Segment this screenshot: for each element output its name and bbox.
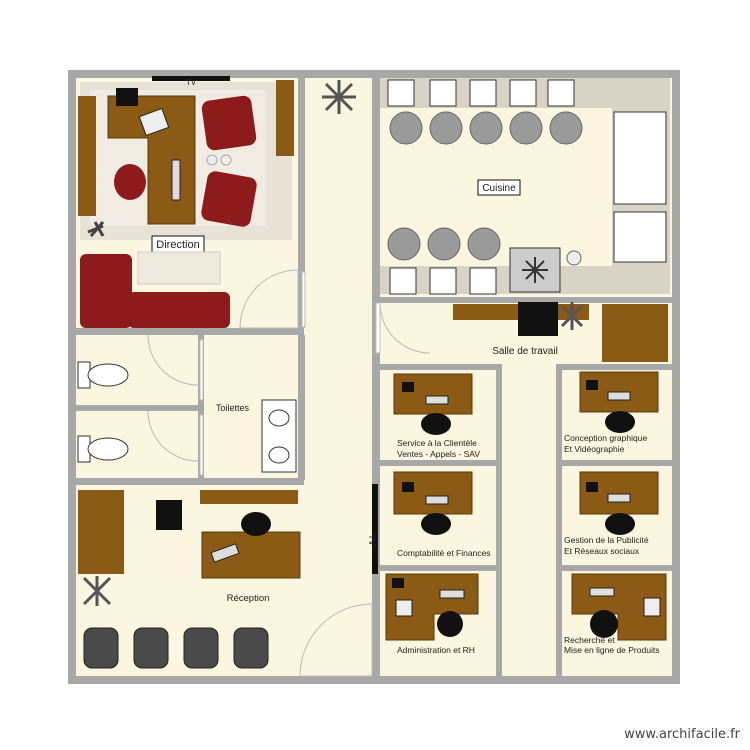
office-service	[393, 373, 473, 435]
windows	[199, 271, 381, 476]
direction-keyboard	[171, 159, 181, 201]
direction-coffee-table	[137, 251, 221, 285]
kitchen-stove	[613, 211, 667, 263]
snowflake-icon	[522, 257, 548, 283]
workroom-cabinet	[602, 304, 668, 362]
office-gestion	[579, 471, 659, 535]
workroom-plant-icon	[560, 302, 584, 330]
direction-stool-2	[220, 154, 232, 166]
direction-label: Direction	[156, 239, 199, 251]
toilettes-label: Toilettes	[216, 403, 250, 413]
compta-label: Comptabilité et Finances	[397, 548, 491, 558]
kitchen-sink	[613, 111, 667, 205]
kitchen-stools-bottom	[387, 227, 501, 261]
direction-sofa-corner	[80, 254, 132, 328]
direction-plant-icon	[87, 221, 105, 237]
watermark: www.archifacile.fr	[624, 727, 740, 742]
salle-travail-label: Salle de travail	[492, 346, 558, 357]
direction-chair	[114, 164, 146, 200]
direction-printer	[116, 88, 138, 106]
toilet-1	[77, 361, 129, 389]
gestion-label-2: Et Réseaux sociaux	[564, 546, 640, 556]
tv-top-label: TV	[186, 78, 197, 87]
kitchen-glasses	[387, 79, 575, 295]
reception-keyboard	[210, 543, 240, 563]
admin-label: Administration et RH	[397, 645, 475, 655]
door-swings	[147, 269, 431, 677]
direction-armchair-1	[201, 95, 257, 151]
reception-printer	[156, 500, 182, 530]
tv-middle-label: TV	[367, 534, 377, 546]
direction-sofa	[128, 292, 230, 328]
reception-shelf	[200, 490, 298, 504]
reception-waiting-chairs	[83, 627, 269, 669]
office-recherche	[571, 573, 667, 641]
direction-laptop	[138, 107, 170, 137]
direction-cabinet	[276, 80, 294, 156]
office-admin	[385, 573, 479, 641]
conception-label-1: Conception graphique	[564, 433, 647, 443]
workroom-printer	[518, 302, 558, 336]
kitchen-stools-top	[389, 111, 583, 145]
reception-label: Réception	[227, 593, 270, 604]
direction-stool-1	[206, 154, 218, 166]
reception-plant-icon	[82, 576, 112, 606]
washbasins	[261, 399, 297, 473]
direction-armchair-2	[201, 171, 257, 227]
cuisine-label: Cuisine	[482, 183, 516, 194]
tv-top	[152, 76, 230, 81]
toilet-2	[77, 435, 129, 463]
office-conception	[579, 371, 659, 433]
gestion-label-1: Gestion de la Publicité	[564, 535, 649, 545]
interior-walls	[76, 78, 672, 678]
corridor-plant-icon	[322, 80, 356, 114]
kitchen-bin	[566, 250, 582, 266]
tv-middle	[372, 484, 378, 574]
conception-label-2: Et Vidéographie	[564, 444, 625, 454]
cuisine-label-box	[477, 179, 521, 196]
recherche-label-2: Mise en ligne de Produits	[564, 645, 659, 655]
reception-cabinet	[78, 490, 124, 574]
service-label-2: Ventes - Appels - SAV	[397, 449, 480, 459]
service-label-1: Service à la Clientèle	[397, 438, 477, 448]
recherche-label-1: Recherche et	[564, 635, 615, 645]
reception-chair	[241, 512, 271, 536]
direction-bookshelf	[78, 96, 96, 216]
office-compta	[393, 471, 473, 535]
